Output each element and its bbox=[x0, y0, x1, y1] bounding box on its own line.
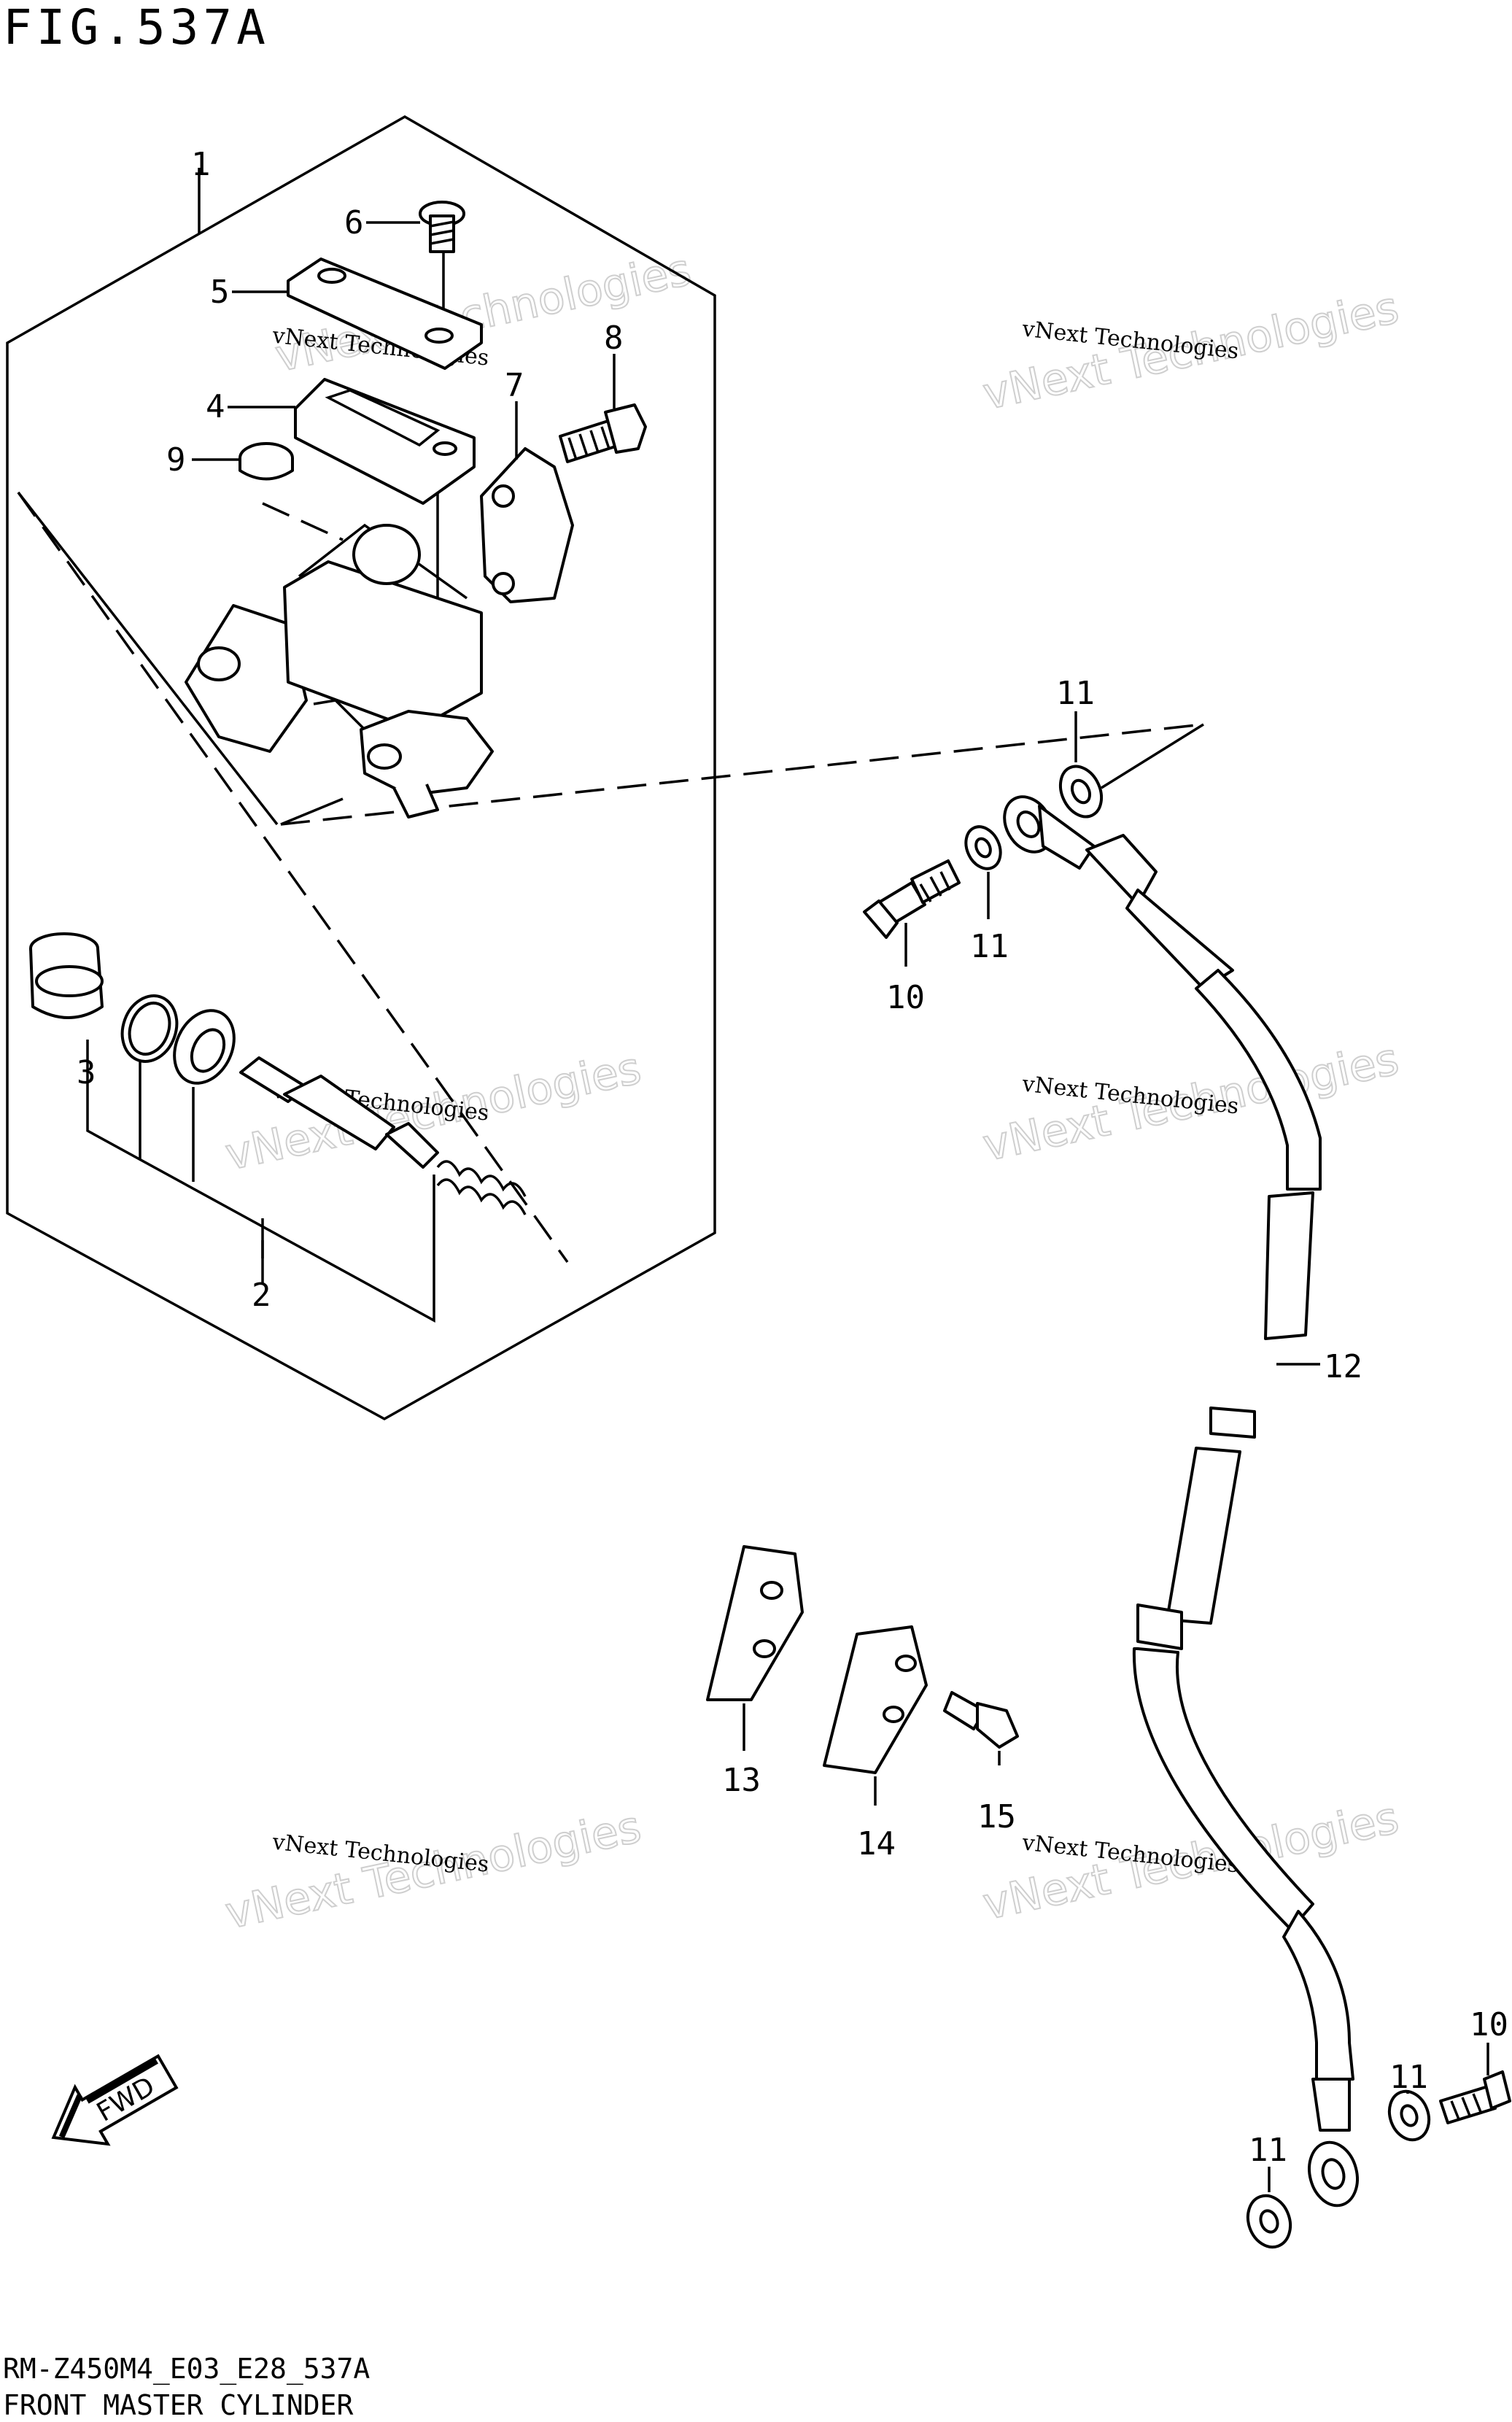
watermark-group: vNext Technologies vNext Technologies vN… bbox=[220, 244, 1404, 1941]
part-12-brake-hose[interactable] bbox=[995, 788, 1364, 2210]
guide-line-short bbox=[280, 797, 344, 826]
callout-11-right: 11 bbox=[1389, 2059, 1428, 2096]
callout-9: 9 bbox=[166, 441, 186, 479]
callout-13: 13 bbox=[722, 1762, 761, 1799]
callout-14: 14 bbox=[857, 1825, 896, 1862]
callout-10-top: 10 bbox=[886, 979, 925, 1016]
part-4-plate[interactable] bbox=[294, 378, 476, 505]
part-6-screw[interactable] bbox=[419, 201, 465, 253]
part-10-union-bolt-top[interactable] bbox=[863, 859, 961, 939]
part-15-bolt[interactable] bbox=[943, 1691, 1019, 1749]
guide-line-upper bbox=[17, 491, 279, 826]
callout-8: 8 bbox=[604, 320, 624, 357]
callout-3: 3 bbox=[77, 1054, 96, 1091]
fwd-arrow-icon: FWD bbox=[51, 2054, 179, 2146]
callout-11-top: 11 bbox=[1056, 675, 1095, 712]
watermark-5: vNext Technologies vNext Technologies bbox=[220, 1800, 646, 1940]
callout-2: 2 bbox=[252, 1277, 271, 1314]
callout-6: 6 bbox=[344, 204, 364, 241]
assembly-outline bbox=[6, 115, 716, 1421]
guide-line-cap bbox=[262, 502, 344, 541]
master-cylinder-body[interactable] bbox=[185, 523, 494, 819]
part-piston-spring[interactable] bbox=[239, 1056, 527, 1215]
part-3-boot[interactable] bbox=[29, 932, 104, 1019]
watermark-2: vNext Technologies vNext Technologies bbox=[978, 282, 1404, 421]
part-11-washer-bottom-left[interactable] bbox=[1241, 2190, 1297, 2253]
part-7-holder-clamp[interactable] bbox=[480, 447, 574, 603]
callout-15: 15 bbox=[977, 1798, 1016, 1835]
part-14-guide[interactable] bbox=[823, 1625, 928, 1774]
callout-12: 12 bbox=[1324, 1348, 1362, 1385]
callout-5: 5 bbox=[210, 274, 230, 311]
callout-1: 1 bbox=[191, 146, 211, 183]
callout-10-bottom: 10 bbox=[1470, 2006, 1508, 2043]
callout-7: 7 bbox=[505, 367, 524, 404]
watermark-3: vNext Technologies vNext Technologies bbox=[220, 1042, 646, 1181]
part-11-washer-mid[interactable] bbox=[959, 821, 1007, 875]
part-11-washer-bottom-right[interactable] bbox=[1383, 2086, 1435, 2146]
part-circlip[interactable] bbox=[113, 988, 185, 1069]
bracket-line-2 bbox=[86, 1065, 435, 1323]
guide-line-diagonal bbox=[17, 491, 569, 1264]
callout-11-left: 11 bbox=[1249, 2132, 1287, 2169]
callout-11-mid: 11 bbox=[970, 928, 1009, 965]
figure-title: FIG.537A bbox=[3, 0, 270, 55]
part-11-washer-top[interactable] bbox=[1052, 759, 1109, 823]
part-13-guide[interactable] bbox=[706, 1545, 804, 1701]
part-9-diaphragm[interactable] bbox=[239, 442, 294, 481]
footer-name: FRONT MASTER CYLINDER bbox=[3, 2389, 354, 2421]
part-5-reservoir-cap[interactable] bbox=[287, 258, 483, 370]
guide-line-washer bbox=[1101, 723, 1204, 789]
callout-4: 4 bbox=[206, 388, 225, 425]
part-seal-ring[interactable] bbox=[163, 1001, 246, 1093]
footer-code: RM-Z450M4_E03_E28_537A bbox=[3, 2353, 370, 2386]
watermark-6: vNext Technologies vNext Technologies bbox=[978, 1792, 1404, 1931]
part-10-union-bolt-bottom[interactable] bbox=[1439, 2070, 1511, 2124]
part-8-bolt[interactable] bbox=[559, 403, 647, 463]
watermark-4: vNext Technologies vNext Technologies bbox=[978, 1033, 1404, 1172]
